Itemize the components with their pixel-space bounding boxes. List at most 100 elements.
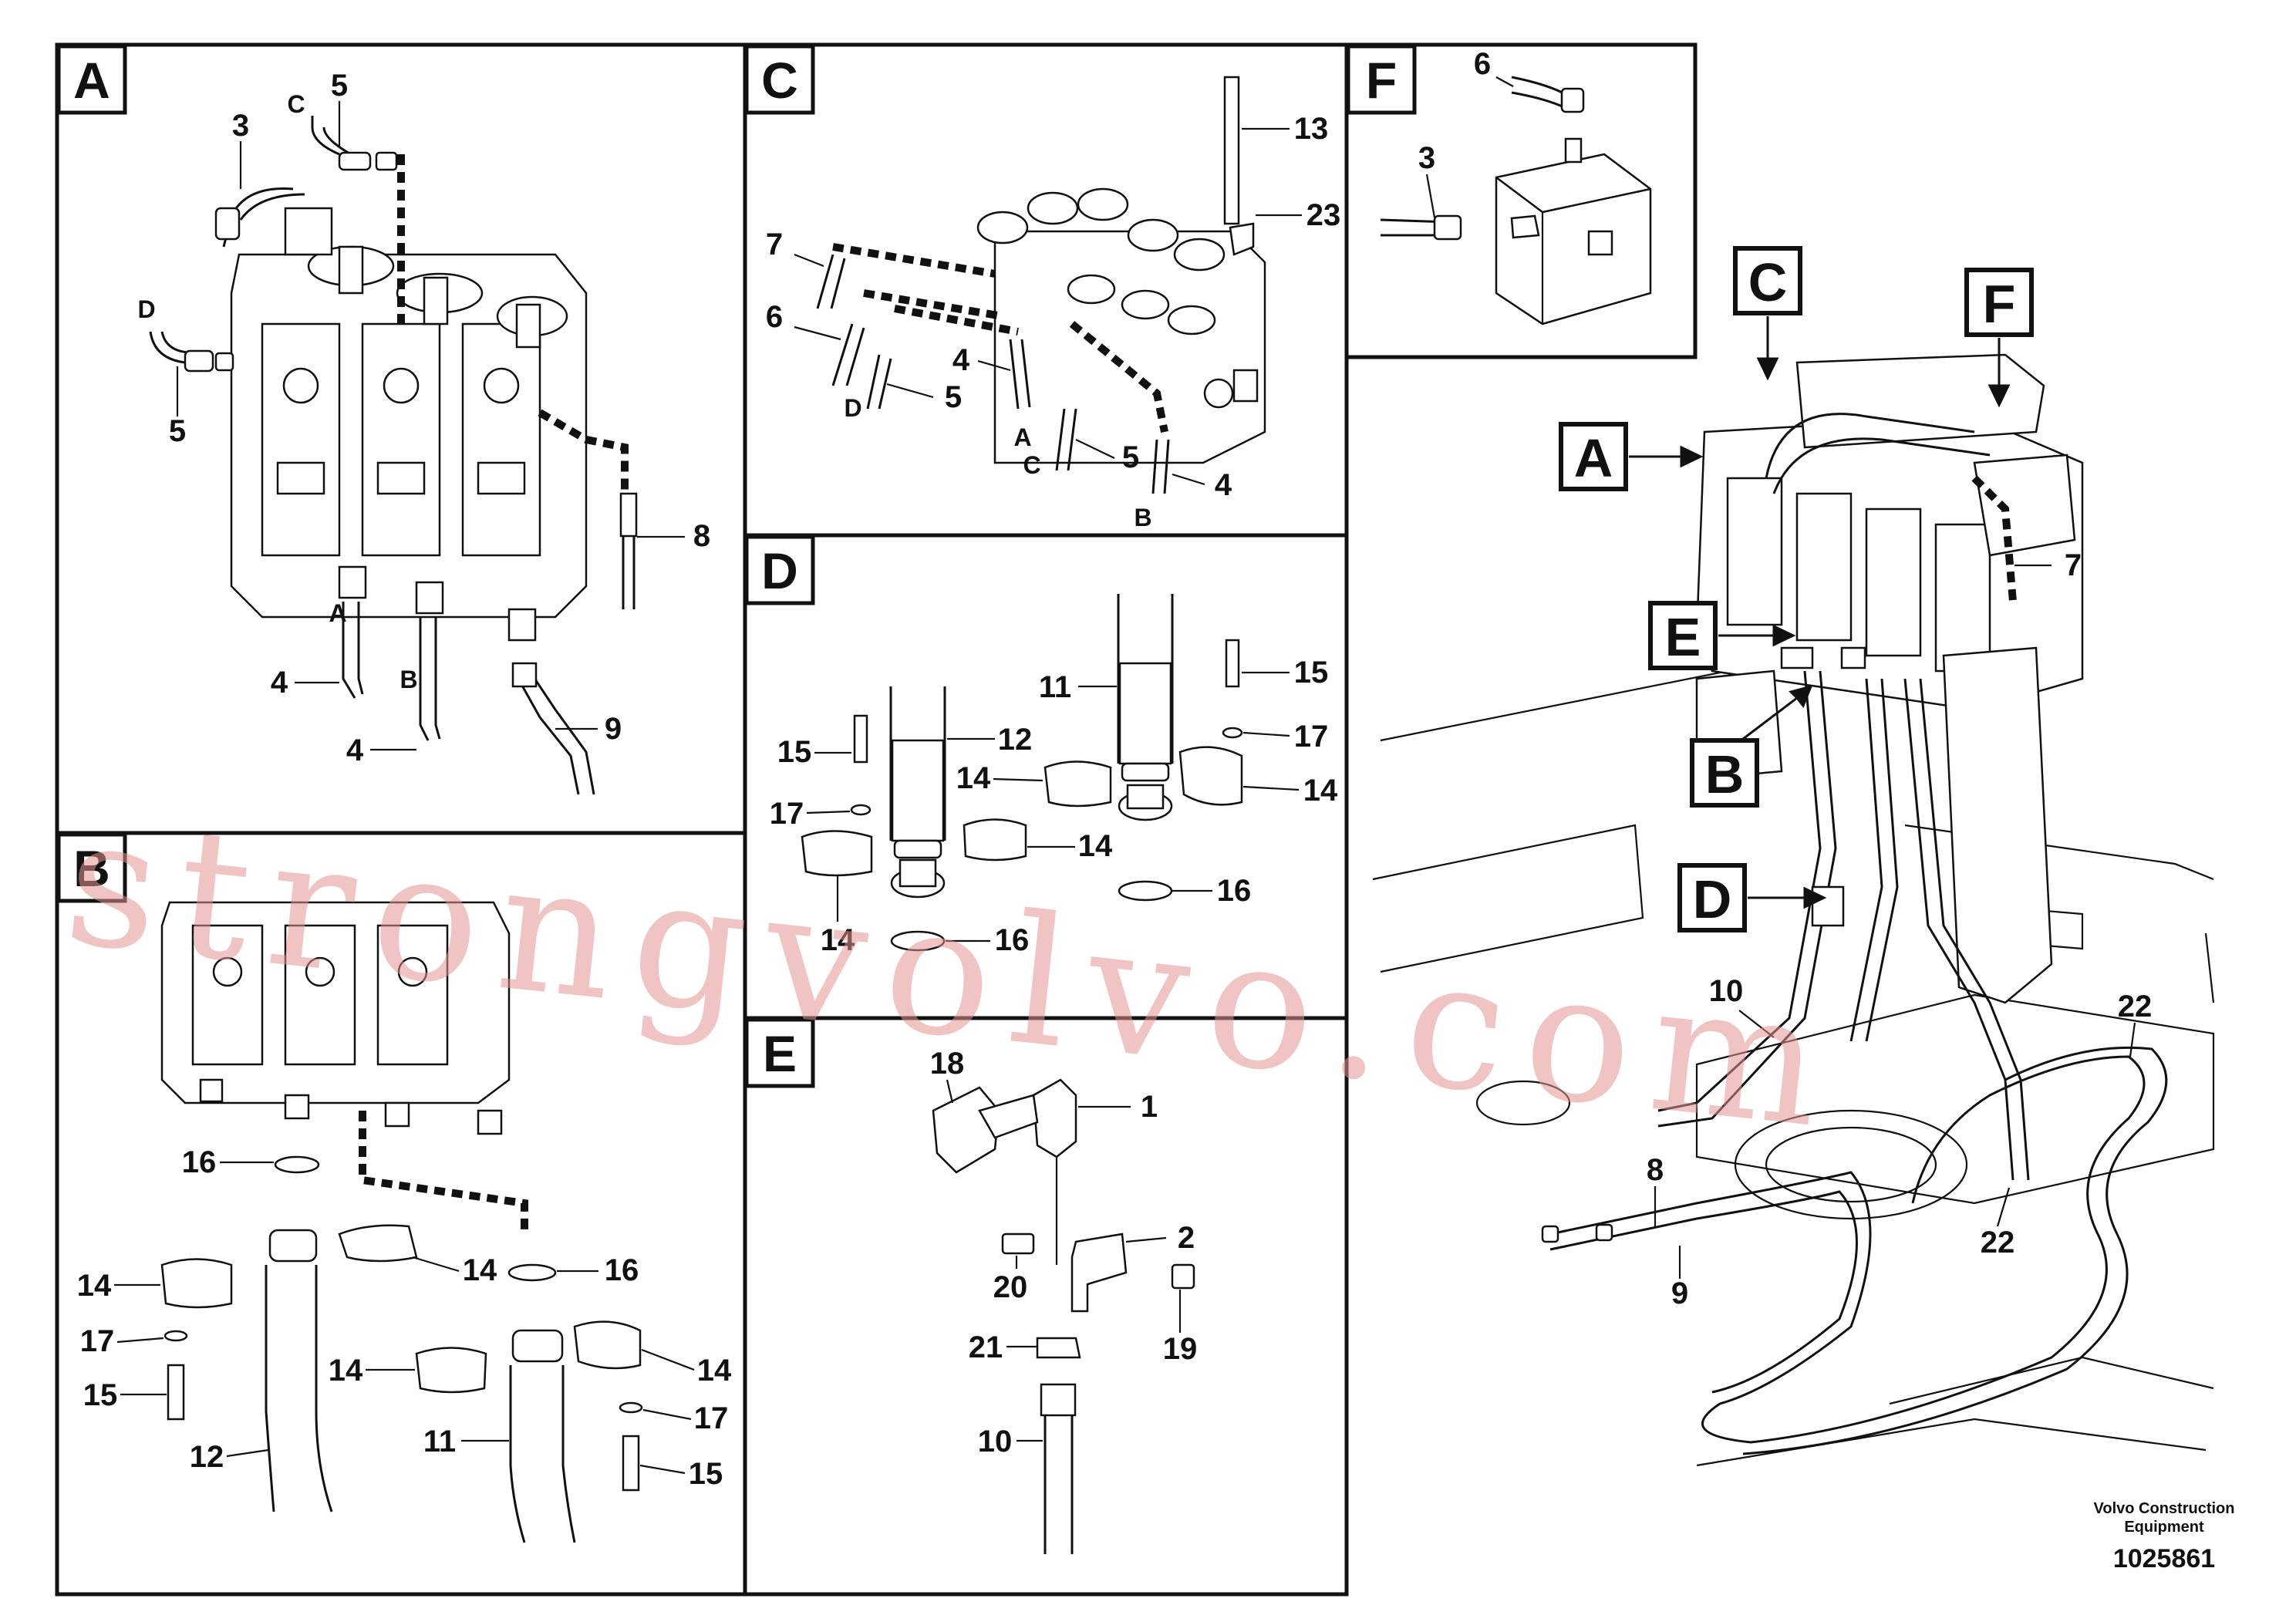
label-e-1: 1 bbox=[1141, 1090, 1158, 1124]
hose-7-c bbox=[816, 254, 846, 309]
callout-e: E bbox=[1648, 601, 1796, 670]
label-c-D: D bbox=[844, 394, 861, 422]
svg-text:B: B bbox=[1705, 744, 1745, 804]
o-ring-16-b1 bbox=[274, 1155, 320, 1174]
half-clamp-14-b4 bbox=[573, 1320, 642, 1370]
dashed-route-c1 bbox=[832, 243, 996, 278]
label-a-C: C bbox=[287, 90, 305, 118]
hose-end-e bbox=[1040, 1383, 1077, 1417]
flange-b-right bbox=[511, 1329, 564, 1363]
svg-text:E: E bbox=[1665, 607, 1701, 667]
panel-b-letter: B bbox=[73, 840, 110, 897]
nut-19-e bbox=[1171, 1263, 1195, 1290]
callout-boxes: C F A E B D bbox=[1559, 246, 2034, 932]
half-clamp-14-b2 bbox=[160, 1258, 233, 1309]
washer-17-d2 bbox=[1222, 727, 1243, 739]
callout-f: F bbox=[1964, 268, 2034, 408]
label-main-22-second: 22 bbox=[1981, 1226, 2015, 1259]
half-clamp-14-b1 bbox=[338, 1224, 418, 1263]
half-clamp-14-d2 bbox=[1043, 760, 1112, 808]
hose-11-b bbox=[509, 1365, 576, 1543]
label-b-17-first: 17 bbox=[80, 1324, 115, 1358]
screw-20-e bbox=[1001, 1233, 1035, 1255]
label-a-9: 9 bbox=[605, 712, 622, 746]
svg-text:C: C bbox=[1748, 252, 1788, 312]
svg-text:F: F bbox=[1983, 274, 2016, 334]
label-d-12: 12 bbox=[998, 723, 1033, 757]
panel-f-letter: F bbox=[1366, 52, 1397, 109]
label-main-10: 10 bbox=[1709, 974, 1744, 1008]
hose-4-c bbox=[1009, 339, 1031, 410]
panel-e-frame bbox=[743, 1016, 1349, 1597]
callout-d: D bbox=[1677, 863, 1827, 932]
label-f-6: 6 bbox=[1474, 47, 1491, 81]
elbow-1-e bbox=[1032, 1078, 1077, 1158]
callout-b: B bbox=[1690, 684, 1813, 808]
main-upper-hoses bbox=[1765, 413, 1975, 479]
half-clamp-14-d4 bbox=[1178, 746, 1243, 806]
half-clamp-14-d3 bbox=[963, 818, 1027, 862]
screw-15-b2 bbox=[622, 1435, 640, 1492]
label-main-7: 7 bbox=[2065, 548, 2082, 582]
label-main-8: 8 bbox=[1647, 1153, 1664, 1187]
label-f-3: 3 bbox=[1418, 141, 1435, 175]
label-c-4-first: 4 bbox=[952, 343, 970, 377]
half-clamp-14-b3 bbox=[415, 1347, 487, 1394]
support-bracket-main bbox=[1942, 646, 2053, 1004]
label-c-5-first: 5 bbox=[945, 380, 962, 414]
label-b-14-fourth: 14 bbox=[697, 1354, 732, 1388]
label-b-17-second: 17 bbox=[694, 1401, 729, 1435]
hose-11-d bbox=[1117, 594, 1174, 764]
hose-12-d bbox=[889, 686, 946, 841]
label-c-4-second: 4 bbox=[1215, 468, 1232, 502]
footer: Volvo Construction Equipment 1025861 bbox=[2094, 1500, 2235, 1573]
panel-b-drawing: 16 14 14 16 17 15 14 14 11 17 12 15 bbox=[77, 901, 732, 1543]
label-a-3: 3 bbox=[232, 109, 249, 143]
label-d-15-second: 15 bbox=[777, 735, 812, 769]
hose-6-c bbox=[831, 323, 865, 386]
dashed-route-b bbox=[359, 1111, 528, 1234]
label-a-D: D bbox=[137, 295, 155, 323]
callout-a: A bbox=[1559, 422, 1704, 491]
panel-frames bbox=[55, 42, 1698, 1597]
dashed-route-a2 bbox=[538, 409, 629, 494]
label-a-5-top: 5 bbox=[331, 69, 348, 103]
label-b-14-second: 14 bbox=[77, 1269, 112, 1303]
label-b-16-second: 16 bbox=[605, 1253, 639, 1287]
label-e-20: 20 bbox=[993, 1270, 1028, 1304]
label-d-14-third: 14 bbox=[1078, 829, 1113, 863]
hose-5-c-second bbox=[1055, 408, 1077, 471]
dashed-route-main bbox=[1971, 475, 2017, 602]
hose-8 bbox=[622, 536, 636, 609]
label-a-A: A bbox=[329, 599, 346, 627]
panel-c-letter: C bbox=[761, 52, 798, 109]
flange-b-left bbox=[268, 1229, 318, 1263]
label-d-11: 11 bbox=[1039, 670, 1071, 704]
main-assembly-view: 7 10 22 8 9 22 bbox=[1372, 353, 2215, 1467]
hose-5-c bbox=[866, 354, 892, 410]
dashed-route-c2 bbox=[863, 289, 1003, 320]
hose-8-9-main bbox=[1549, 1055, 2146, 1444]
label-d-14-second: 14 bbox=[1303, 774, 1338, 808]
hose-5-top bbox=[311, 116, 352, 156]
label-b-14-first: 14 bbox=[463, 1253, 497, 1287]
label-e-18: 18 bbox=[930, 1047, 965, 1081]
dashed-route-c4 bbox=[1069, 321, 1168, 433]
label-a-4-first: 4 bbox=[271, 666, 288, 700]
label-a-8: 8 bbox=[693, 519, 710, 553]
hose-12-b bbox=[265, 1265, 333, 1512]
panel-c-drawing: 13 23 7 6 4 5 D A C 5 4 B bbox=[766, 76, 1341, 531]
panel-letter-boxes: A B C D E F bbox=[56, 44, 1417, 1088]
label-e-10: 10 bbox=[978, 1425, 1013, 1458]
label-c-13: 13 bbox=[1294, 112, 1329, 146]
label-d-15-first: 15 bbox=[1294, 656, 1329, 690]
panel-e-drawing: 18 1 2 20 19 21 10 bbox=[930, 1047, 1197, 1554]
control-valve-block-a bbox=[230, 207, 588, 642]
svg-text:A: A bbox=[1574, 428, 1613, 488]
o-ring-16-d1 bbox=[1118, 880, 1173, 902]
panel-f-drawing: 6 3 bbox=[1380, 47, 1652, 325]
hose-4-a bbox=[342, 602, 364, 699]
label-c-23: 23 bbox=[1306, 198, 1341, 232]
bracket-2-e bbox=[1070, 1233, 1128, 1313]
